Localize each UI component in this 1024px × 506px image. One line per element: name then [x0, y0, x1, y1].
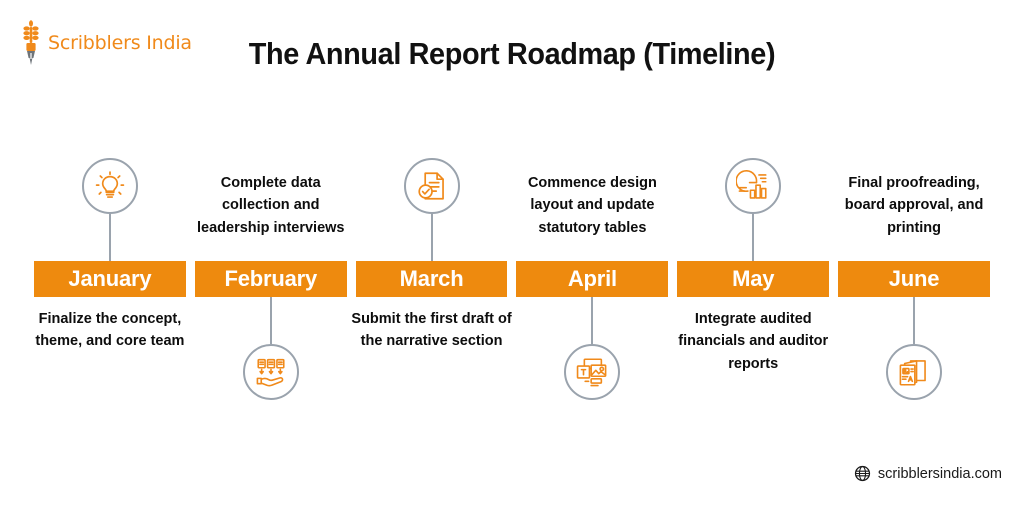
timeline-item-march: March Submit the first draft of the narr…	[351, 140, 512, 430]
charts-analytics-icon	[725, 158, 782, 214]
connector-line	[913, 297, 916, 344]
lightbulb-icon	[81, 158, 138, 214]
footer-url[interactable]: scribblersindia.com	[877, 465, 1002, 482]
design-layout-icon	[564, 344, 621, 400]
caption-march: Submit the first draft of the narrative …	[351, 311, 512, 350]
document-check-icon	[403, 158, 460, 214]
caption-april: Commence design layout and update statut…	[527, 174, 657, 236]
connector-line	[752, 214, 755, 261]
connector-line	[108, 214, 111, 261]
timeline-item-february: Complete data collection and leadership …	[194, 140, 347, 430]
timeline: January Finalize the concept, theme, and…	[34, 140, 990, 430]
month-bar-january[interactable]: January	[34, 261, 186, 297]
timeline-item-may: May Integrate audited financials and aud…	[677, 140, 830, 430]
wheat-quill-logo-icon	[23, 20, 39, 65]
month-bar-april[interactable]: April	[516, 261, 669, 297]
footer: scribblersindia.com	[854, 465, 1002, 482]
month-bar-may[interactable]: May	[677, 261, 830, 297]
caption-june: Final proofreading, board approval, and …	[844, 174, 984, 236]
timeline-item-april: Commence design layout and update statut…	[516, 140, 669, 430]
printed-booklet-icon	[886, 344, 943, 400]
month-bar-february[interactable]: February	[194, 261, 347, 297]
month-bar-june[interactable]: June	[838, 261, 990, 297]
caption-february: Complete data collection and leadership …	[197, 174, 345, 236]
caption-january: Finalize the concept, theme, and core te…	[35, 311, 185, 350]
connector-line	[591, 297, 594, 344]
timeline-item-june: Final proofreading, board approval, and …	[838, 140, 990, 430]
brand-logo: Scribblers India	[18, 20, 192, 66]
data-collection-hand-icon	[242, 344, 299, 400]
connector-line	[430, 214, 433, 261]
brand-name: Scribblers India	[48, 32, 192, 54]
page-title: The Annual Report Roadmap (Timeline)	[248, 36, 776, 71]
month-bar-march[interactable]: March	[355, 261, 508, 297]
connector-line	[269, 297, 272, 344]
globe-icon	[854, 465, 870, 482]
timeline-item-january: January Finalize the concept, theme, and…	[34, 140, 186, 430]
caption-may: Integrate audited financials and auditor…	[678, 311, 829, 372]
